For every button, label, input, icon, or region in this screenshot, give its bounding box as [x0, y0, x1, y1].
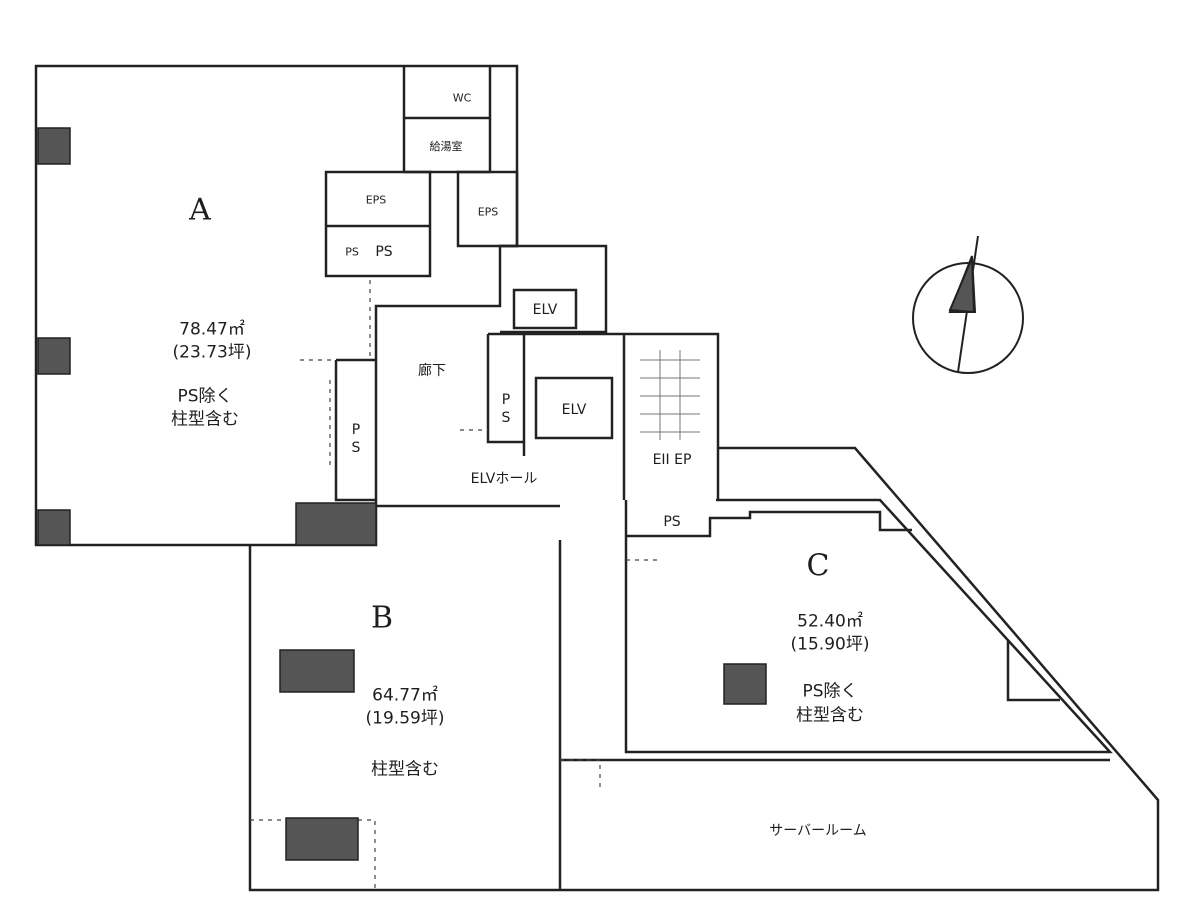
room-b-area-tsubo: (19.59坪): [365, 708, 445, 729]
ps-label-3: PS: [663, 514, 681, 530]
wc-label: WC: [452, 91, 472, 105]
north-arrow-icon: [912, 235, 1024, 374]
column-a-4: [295, 502, 377, 546]
room-b-wall: [248, 545, 560, 892]
corridor-label: 廊下: [418, 363, 446, 379]
room-c-wall: [624, 498, 1113, 754]
room-c-note-2: 柱型含む: [796, 705, 864, 726]
room-b-letter: B: [370, 600, 394, 636]
room-a-wall: [34, 64, 519, 547]
elv-small-label: ELV: [532, 302, 558, 318]
dashed-line-6: [560, 759, 601, 790]
elv-small-car: [512, 288, 578, 330]
corridor-bottom-wall: [376, 504, 562, 890]
closet-label: EPS: [365, 193, 387, 207]
room-a-area-m2: 78.47㎡: [179, 319, 245, 340]
outer-diagonal-wall: [560, 446, 1160, 892]
eps-label: EPS: [477, 205, 499, 219]
pipe-space-label: PS: [345, 245, 359, 259]
room-b-note-1: 柱型含む: [371, 759, 439, 780]
ps-label-2: PS: [498, 392, 514, 428]
room-c-note-1: PS除く: [802, 681, 858, 702]
room-a-note-1: PS除く: [177, 386, 233, 407]
room-c-notch: [1006, 640, 1060, 702]
core-wall-top: [402, 66, 492, 174]
column-a-3: [37, 509, 71, 546]
room-c-area-tsubo: (15.90坪): [790, 634, 870, 655]
pantry-label: 給湯室: [429, 140, 463, 153]
column-a-1: [37, 127, 71, 165]
elv-small-shaft-wall: [500, 244, 608, 334]
stair-label: EII EP: [652, 452, 692, 468]
room-a-letter: A: [189, 192, 211, 228]
ps-label-4: PS: [375, 244, 393, 260]
room-c-letter: C: [806, 548, 830, 584]
column-c-1: [723, 663, 767, 705]
server-room-label: サーバールーム: [769, 823, 867, 839]
column-b-1: [279, 649, 355, 693]
column-a-2: [37, 337, 71, 375]
ps-label-1: PS: [348, 422, 364, 458]
column-b-2: [285, 817, 359, 861]
elv-main-car: [534, 376, 614, 440]
main-core-wall: [486, 332, 720, 500]
elv-main-label: ELV: [561, 402, 587, 418]
dashed-line-5: [250, 819, 376, 890]
room-a-note-2: 柱型含む: [171, 409, 239, 430]
toilet-walls: [324, 170, 432, 278]
elv-hall-label: ELVホール: [470, 471, 538, 487]
room-c-area-m2: 52.40㎡: [797, 611, 863, 632]
stair-hatch: [640, 350, 700, 440]
room-a-ps-wall: [334, 358, 376, 502]
room-a-area-tsubo: (23.73坪): [172, 342, 252, 363]
room-b-area-m2: 64.77㎡: [372, 685, 438, 706]
